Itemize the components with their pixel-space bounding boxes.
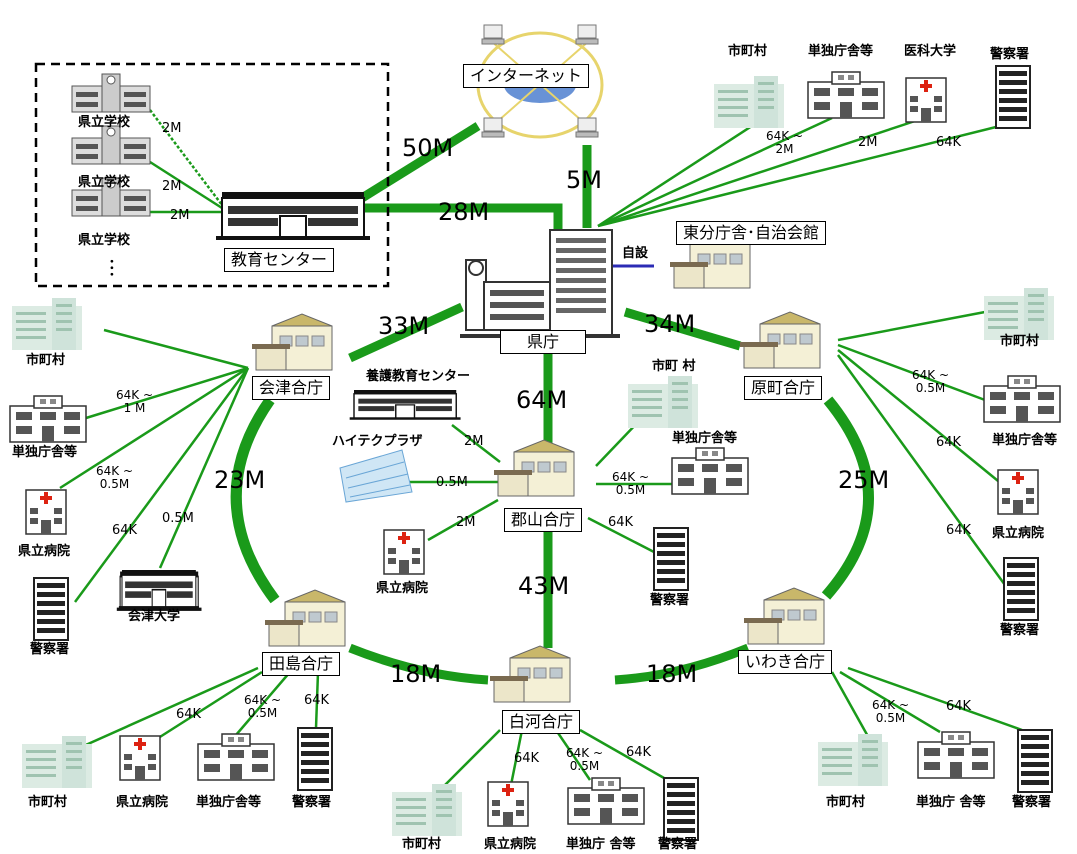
school-label-3: 県立学校 [78, 233, 131, 248]
bw-aizu-tajima: 23M [214, 466, 266, 494]
police-label-aizu: 警察署 [30, 642, 70, 657]
bw-hightech: 0.5M [436, 475, 468, 490]
muni-label-iwaki: 市町村 [826, 795, 866, 810]
school-ellipsis: ･･･ [103, 258, 118, 278]
bw-shira-single: 64K ~ 0.5M [566, 746, 604, 773]
pref-office-building [460, 229, 620, 338]
koriyama-office-label: 郡山合庁 [504, 508, 583, 532]
single-office-label-kori: 単独庁舎等 [672, 431, 738, 446]
police-label-hara: 警察署 [1000, 623, 1040, 638]
hightech-label: ハイテクプラザ [332, 434, 423, 449]
police-label-iwaki: 警察署 [1012, 795, 1052, 810]
bw-aizu-pref: 33M [378, 312, 430, 340]
bw-school-1: 2M [162, 121, 182, 136]
bw-tajima-single: 64K ~ 0.5M [244, 693, 282, 720]
bw-tajima-police: 64K [304, 693, 330, 708]
education-center-label: 教育センター [224, 248, 335, 272]
east-office-label: 東分庁舎･自治会館 [676, 221, 827, 245]
bw-hara-iwaki: 25M [838, 466, 890, 494]
bw-shira-police: 64K [626, 745, 652, 760]
bw-kori-shira: 43M [518, 572, 570, 600]
shirakawa-office-label: 白河合庁 [502, 710, 581, 734]
medical-univ-label: 医科大学 [904, 44, 957, 59]
bw-school-3: 2M [170, 208, 190, 223]
bw-aizu-single: 64K ~ 1 M [116, 388, 154, 415]
muni-label-tajima: 市町村 [28, 795, 68, 810]
link-hara-pref [623, 307, 742, 351]
hospital-label-hara: 県立病院 [992, 526, 1045, 541]
self-line-label: 自設 [622, 246, 649, 261]
muni-label-shira: 市町村 [402, 837, 442, 852]
link-aizu-tajima [230, 396, 280, 604]
iwaki-office-label: いわき合庁 [738, 650, 833, 674]
link-aizu-pref [348, 302, 464, 363]
bw-school-2: 2M [162, 179, 182, 194]
link-edu-pref [365, 203, 563, 232]
single-office-label-top: 単独庁舎等 [808, 44, 874, 59]
bw-shira-hospital: 64K [514, 751, 540, 766]
haramachi-office-label: 原町合庁 [744, 376, 823, 400]
police-label-top: 警察署 [990, 47, 1030, 62]
muni-label-top: 市町村 [728, 44, 768, 59]
school-label-2: 県立学校 [78, 175, 131, 190]
muni-label-kori: 市町 村 [652, 359, 696, 374]
bw-aizu-univ: 0.5M [162, 511, 194, 526]
single-office-label-hara: 単独庁舎等 [992, 433, 1058, 448]
bw-hara-single: 64K ~ 0.5M [912, 368, 950, 395]
aizu-office-label: 会津合庁 [252, 376, 331, 400]
bw-edu-pref: 28M [438, 198, 490, 226]
single-office-label-aizu: 単独庁舎等 [12, 445, 78, 460]
education-center-building [215, 191, 371, 241]
backbone-links [230, 122, 874, 685]
single-office-label-iwaki: 単独庁 舎等 [916, 795, 986, 810]
bw-aizu-police: 64K [112, 523, 138, 538]
bw-top-police: 64K [936, 135, 962, 150]
bw-internet-edu: 50M [402, 134, 454, 162]
hightech-plaza-building [339, 449, 413, 503]
police-label-shira: 警察署 [658, 837, 698, 852]
single-office-label-tajima: 単独庁舎等 [196, 795, 262, 810]
police-label-tajima: 警察署 [292, 795, 332, 810]
bw-tajima-shira: 18M [390, 660, 442, 688]
pref-office-label: 県庁 [500, 330, 587, 354]
branch-links [59, 109, 1023, 791]
link-internet-edu [359, 122, 481, 202]
bw-hara-pref: 34M [644, 310, 696, 338]
bw-pref-kori: 64M [516, 386, 568, 414]
link-tajima-shira [348, 643, 489, 685]
education-group-box [34, 62, 390, 288]
muni-label-hara: 市町村 [1000, 334, 1040, 349]
aizu-univ-label: 会津大学 [128, 609, 181, 624]
bw-internet-pref: 5M [566, 166, 602, 194]
bw-iwaki-shira: 18M [646, 660, 698, 688]
muni-label-aizu: 市町村 [26, 353, 66, 368]
bw-iwaki-police: 64K [946, 699, 972, 714]
bw-top-muni-range: 64K ~ 2M [766, 129, 804, 156]
school-label-1: 県立学校 [78, 115, 131, 130]
bw-kori-police: 64K [608, 515, 634, 530]
tajima-office-label: 田島合庁 [262, 652, 341, 676]
bw-med-univ: 2M [858, 135, 878, 150]
bw-kori-single: 64K ~ 0.5M [612, 470, 650, 497]
single-office-label-shira: 単独庁 舎等 [566, 837, 636, 852]
bw-iwaki-single: 64K ~ 0.5M [872, 698, 910, 725]
hospital-label-kori: 県立病院 [376, 581, 429, 596]
yogo-center-label: 養護教育センター [366, 369, 471, 384]
hospital-label-tajima: 県立病院 [116, 795, 169, 810]
bw-hara-police: 64K [946, 523, 972, 538]
hospital-label-shira: 県立病院 [484, 837, 537, 852]
bw-hara-hospital: 64K [936, 435, 962, 450]
hospital-label-aizu: 県立病院 [18, 544, 71, 559]
bw-tajima-hospital: 64K [176, 707, 202, 722]
bw-kori-hospital: 2M [456, 515, 476, 530]
bw-yogo: 2M [464, 434, 484, 449]
bw-aizu-hospital: 64K ~ 0.5M [96, 464, 134, 491]
link-iwaki-shira [614, 643, 750, 685]
police-label-kori: 警察署 [650, 593, 690, 608]
link-hara-iwaki [821, 396, 874, 600]
internet-label: インターネット [463, 64, 590, 88]
